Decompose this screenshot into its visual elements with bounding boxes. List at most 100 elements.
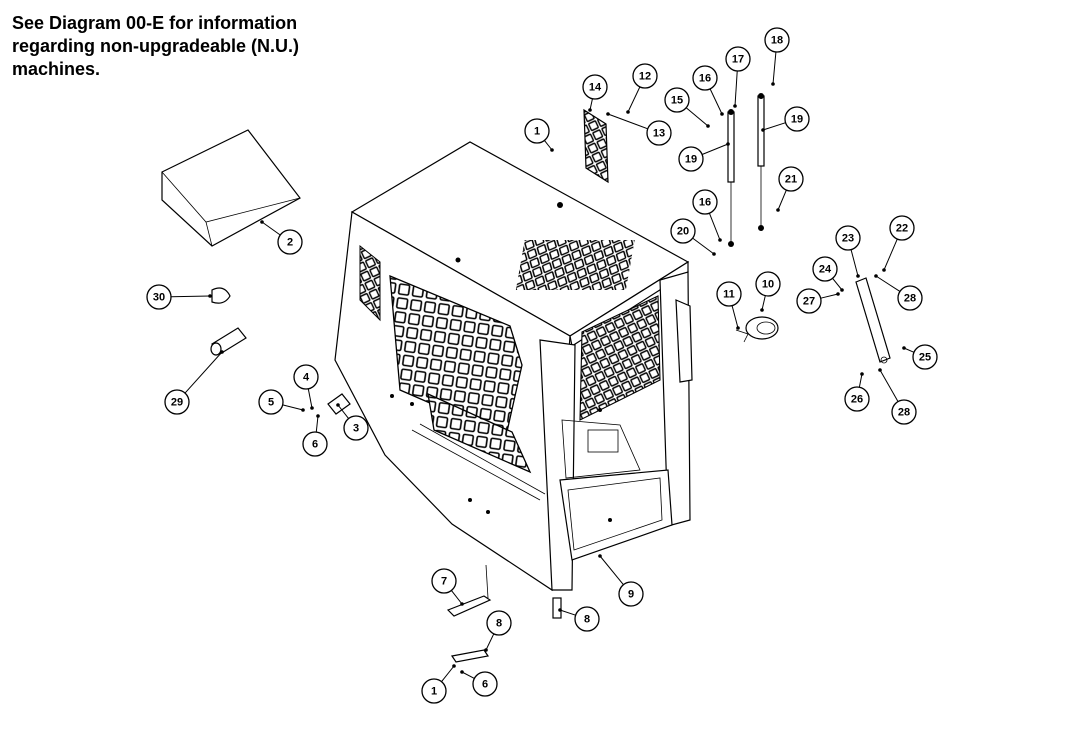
leader-end-35	[460, 670, 464, 674]
callout-9: 9	[618, 581, 644, 607]
callout-circle	[486, 610, 512, 636]
callout-circle	[796, 288, 822, 314]
callout-16: 16	[692, 65, 718, 91]
leader-line-4	[282, 404, 304, 411]
leader-line-35	[461, 671, 475, 679]
callout-circle	[891, 399, 917, 425]
callout-circle	[277, 229, 303, 255]
leader-end-34	[452, 664, 456, 668]
callout-22: 20	[670, 218, 696, 244]
leader-line-27	[903, 347, 915, 353]
leader-line-20	[762, 122, 786, 131]
leader-end-15	[706, 124, 710, 128]
callout-number: 1	[534, 126, 540, 138]
callout-number: 25	[919, 352, 931, 364]
callout-4: 5	[258, 389, 284, 415]
callout-circle	[725, 46, 751, 72]
leader-end-33	[208, 294, 212, 298]
leader-end-30	[874, 274, 878, 278]
callout-number: 8	[496, 618, 502, 630]
callout-number: 24	[819, 264, 832, 276]
callout-circle	[146, 284, 172, 310]
callout-number: 17	[732, 54, 744, 66]
note-line-1: See Diagram 00-E for information	[12, 13, 298, 33]
leader-end-9	[598, 554, 602, 558]
callout-number: 4	[303, 372, 310, 384]
callout-6: 7	[431, 568, 457, 594]
callout-circle	[692, 189, 718, 215]
callout-circle	[664, 87, 690, 113]
callout-27: 25	[912, 344, 938, 370]
lower-rod-part	[446, 564, 562, 663]
leader-end-3	[310, 406, 314, 410]
leader-end-23	[776, 208, 780, 212]
note-line-3: machines.	[12, 59, 101, 79]
callout-number: 12	[639, 71, 651, 83]
leader-line-26	[832, 278, 843, 291]
callout-number: 27	[803, 296, 815, 308]
leader-line-5	[315, 415, 319, 433]
callout-number: 6	[312, 439, 318, 451]
callout-30: 28	[897, 285, 923, 311]
callout-11: 11	[716, 281, 742, 307]
callout-13: 13	[646, 120, 672, 146]
leader-line-8	[559, 609, 576, 616]
leader-end-13	[606, 112, 610, 116]
leader-line-18	[734, 70, 738, 107]
callout-20: 19	[784, 106, 810, 132]
leader-end-8	[558, 608, 562, 612]
leader-line-17	[708, 212, 721, 241]
leader-line-0	[544, 140, 553, 151]
leader-end-22	[712, 252, 716, 256]
leader-line-28	[858, 373, 863, 388]
callout-number: 9	[628, 589, 634, 601]
callout-circle	[678, 146, 704, 172]
callout-circle	[302, 431, 328, 457]
callout-7: 8	[486, 610, 512, 636]
callout-number: 30	[153, 292, 165, 304]
callout-3: 4	[293, 364, 319, 390]
callout-26: 24	[812, 256, 838, 282]
callout-number: 26	[851, 394, 863, 406]
callout-circle	[431, 568, 457, 594]
mat-sheet-part	[161, 129, 301, 247]
callout-number: 16	[699, 197, 711, 209]
leader-line-3	[307, 388, 313, 409]
leader-line-7	[485, 633, 495, 651]
callout-number: 10	[762, 279, 774, 291]
callout-number: 23	[842, 233, 854, 245]
callout-circle	[897, 285, 923, 311]
leader-end-11	[736, 326, 740, 330]
callout-number: 19	[791, 114, 803, 126]
callout-circle	[524, 118, 550, 144]
leader-end-31	[878, 368, 882, 372]
callout-0: 1	[524, 118, 550, 144]
callout-28: 26	[844, 386, 870, 412]
callout-25: 23	[835, 225, 861, 251]
leader-line-19	[772, 51, 777, 85]
leader-end-12	[626, 110, 630, 114]
leader-line-6	[451, 590, 463, 605]
cab-frame-part	[334, 141, 693, 592]
leader-line-32	[184, 351, 223, 394]
leader-end-20	[761, 128, 765, 132]
leader-end-21	[726, 142, 730, 146]
leader-line-25	[850, 249, 859, 277]
callout-circle	[692, 65, 718, 91]
callout-15: 15	[664, 87, 690, 113]
callout-circle	[574, 606, 600, 632]
leader-line-24	[883, 238, 898, 271]
callout-number: 5	[268, 397, 274, 409]
leader-end-28	[860, 372, 864, 376]
callout-1: 2	[277, 229, 303, 255]
leader-end-26	[840, 288, 844, 292]
leader-lines	[170, 51, 915, 682]
callout-circle	[582, 74, 608, 100]
callout-34: 1	[421, 678, 447, 704]
callout-24: 22	[889, 215, 915, 241]
leader-line-13	[607, 113, 648, 130]
callout-circle	[164, 389, 190, 415]
clip-part	[211, 287, 231, 304]
callout-number: 14	[589, 82, 602, 94]
